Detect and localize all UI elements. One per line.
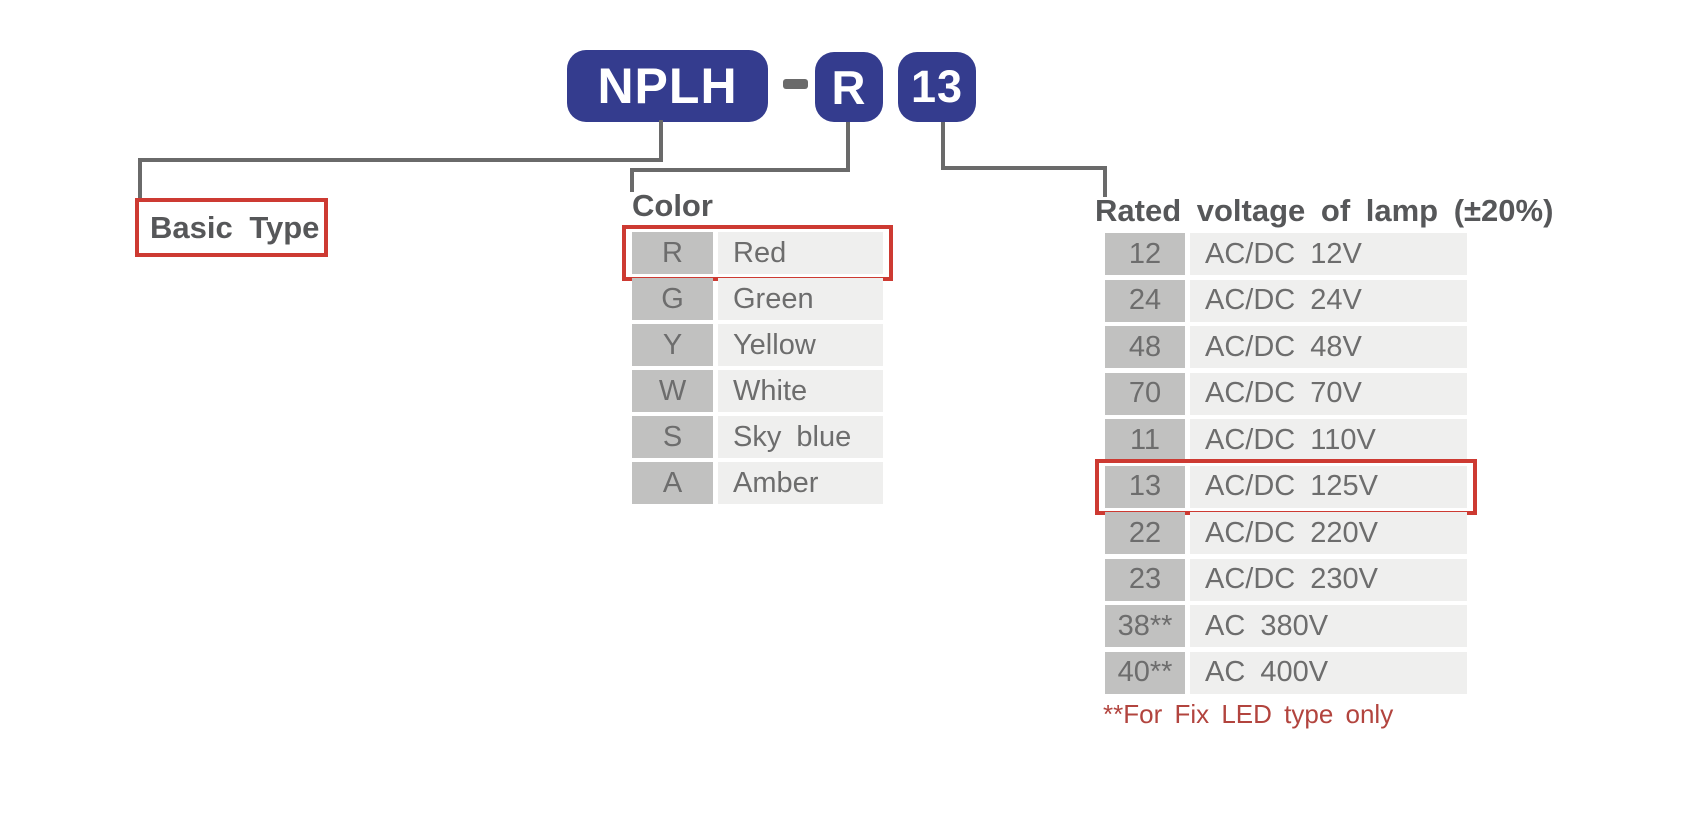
voltage-table-row: 40** AC 400V: [1105, 651, 1467, 694]
color-table-row-selected: R Red: [622, 225, 893, 281]
line-segment: [1103, 166, 1107, 197]
color-table-row: S Sky blue: [632, 416, 883, 458]
voltage-code-cell: 23: [1105, 558, 1185, 601]
voltage-label-cell: AC/DC 110V: [1190, 419, 1467, 461]
color-label-cell: Amber: [718, 462, 883, 504]
line-segment: [659, 120, 663, 162]
color-section-title: Color: [632, 188, 713, 223]
voltage-footnote: **For Fix LED type only: [1103, 699, 1394, 729]
voltage-label-cell: AC/DC 70V: [1190, 372, 1467, 415]
voltage-code-cell: 12: [1105, 233, 1185, 275]
line-segment: [846, 122, 850, 172]
voltage-table-row: 23 AC/DC 230V: [1105, 558, 1467, 601]
voltage-table-row: 12 AC/DC 12V: [1105, 233, 1467, 275]
voltage-table-row: 70 AC/DC 70V: [1105, 372, 1467, 415]
voltage-label-cell: AC/DC 12V: [1190, 233, 1467, 275]
voltage-code-cell: 38**: [1105, 605, 1185, 647]
color-code-badge: R: [815, 52, 883, 122]
color-table-row: W White: [632, 370, 883, 412]
color-table-row: G Green: [632, 278, 883, 320]
voltage-label-cell: AC/DC 48V: [1190, 326, 1467, 368]
basic-type-box: Basic Type: [135, 198, 328, 257]
code-separator-dash: [783, 79, 808, 89]
color-label-cell: Green: [718, 278, 883, 320]
voltage-section-title: Rated voltage of lamp (±20%): [1095, 193, 1554, 228]
line-segment: [941, 122, 945, 170]
color-label-cell: Red: [718, 232, 883, 274]
voltage-table-row: 48 AC/DC 48V: [1105, 326, 1467, 368]
color-code-cell: G: [632, 278, 713, 320]
voltage-label-cell: AC/DC 24V: [1190, 279, 1467, 322]
line-segment: [630, 168, 850, 172]
line-segment: [630, 168, 634, 192]
voltage-table-row: 11 AC/DC 110V: [1105, 419, 1467, 461]
line-segment: [138, 158, 142, 200]
voltage-label-cell: AC/DC 125V: [1190, 465, 1467, 508]
color-table-row: Y Yellow: [632, 324, 883, 366]
voltage-code-cell: 11: [1105, 419, 1185, 461]
voltage-code-cell: 70: [1105, 372, 1185, 415]
color-code-cell: A: [632, 462, 713, 504]
voltage-label-cell: AC/DC 230V: [1190, 558, 1467, 601]
color-code-cell: Y: [632, 324, 713, 366]
basic-type-code-badge: NPLH: [567, 50, 768, 122]
line-segment: [138, 158, 663, 162]
voltage-code-badge: 13: [898, 52, 976, 122]
voltage-label-cell: AC 380V: [1190, 605, 1467, 647]
color-table-row: A Amber: [632, 462, 883, 504]
voltage-code-cell: 24: [1105, 279, 1185, 322]
voltage-code-cell: 40**: [1105, 651, 1185, 694]
voltage-table: 12 AC/DC 12V 24 AC/DC 24V 48 AC/DC 48V 7…: [1095, 233, 1477, 694]
color-table: R Red G Green Y Yellow W White S Sky blu…: [622, 225, 893, 504]
voltage-table-row: 24 AC/DC 24V: [1105, 279, 1467, 322]
basic-type-label: Basic Type: [150, 209, 320, 245]
color-code-cell: W: [632, 370, 713, 412]
line-segment: [941, 166, 1107, 170]
voltage-table-row: 38** AC 380V: [1105, 605, 1467, 647]
voltage-label-cell: AC 400V: [1190, 651, 1467, 694]
voltage-code-cell: 13: [1105, 465, 1185, 508]
color-label-cell: White: [718, 370, 883, 412]
color-label-cell: Sky blue: [718, 416, 883, 458]
color-code-cell: S: [632, 416, 713, 458]
color-code-cell: R: [632, 232, 713, 274]
voltage-table-row: 22 AC/DC 220V: [1105, 512, 1467, 554]
voltage-code-cell: 48: [1105, 326, 1185, 368]
color-label-cell: Yellow: [718, 324, 883, 366]
voltage-code-cell: 22: [1105, 512, 1185, 554]
voltage-table-row-selected: 13 AC/DC 125V: [1095, 458, 1477, 515]
voltage-label-cell: AC/DC 220V: [1190, 512, 1467, 554]
